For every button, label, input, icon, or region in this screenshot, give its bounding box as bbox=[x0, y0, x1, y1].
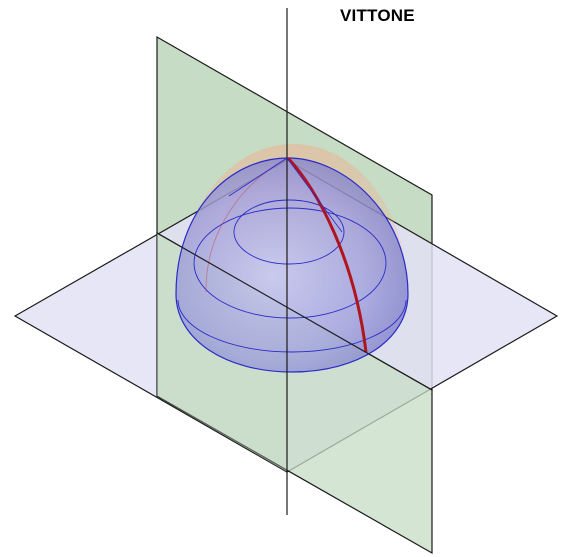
dome-band-1 bbox=[233, 199, 345, 265]
dome-edge-1 bbox=[286, 157, 343, 233]
plane-intersection bbox=[156, 232, 433, 391]
dome-band-3 bbox=[177, 299, 407, 353]
dome-edge-2 bbox=[228, 157, 288, 197]
dome-band-2 bbox=[193, 207, 387, 319]
dome-body bbox=[175, 157, 409, 373]
title: VITTONE bbox=[340, 6, 415, 25]
meridian-curve bbox=[286, 156, 368, 353]
